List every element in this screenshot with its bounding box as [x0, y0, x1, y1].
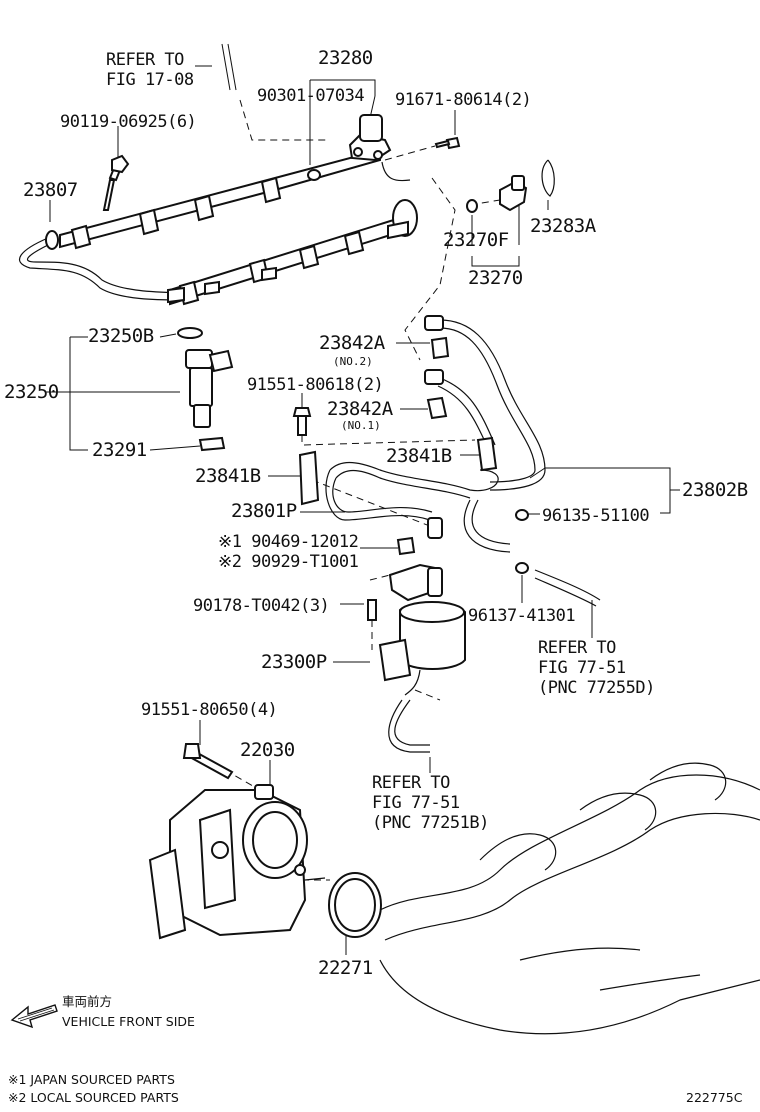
fuel-injector [177, 327, 234, 452]
label-96135-51100: 96135-51100 [542, 506, 650, 526]
note-local-sourced: ※2 LOCAL SOURCED PARTS [8, 1090, 179, 1105]
diagram-id: 222775C [686, 1090, 743, 1105]
fuel-rail-assembly [18, 148, 418, 306]
label-23300P: 23300P [261, 651, 327, 673]
front-direction-arrow-icon [10, 1004, 58, 1029]
pressure-regulator [307, 114, 461, 182]
label-23270F: 23270F [443, 229, 509, 251]
label-91551-80650: 91551-80650(4) [141, 700, 278, 720]
ref-fig-17-08-line1: REFER TO [106, 50, 184, 70]
label-23841B-right: 23841B [386, 445, 452, 467]
label-90929-T1001: ※2 90929-T1001 [218, 552, 359, 572]
pulsation-damper [466, 159, 555, 213]
intake-manifold-outline [379, 762, 760, 1035]
label-22030: 22030 [240, 739, 295, 761]
dashed-relation-lines [224, 99, 501, 881]
ref-fig-17-08-line2: FIG 17-08 [106, 70, 194, 90]
label-91551-80618: 91551-80618(2) [247, 375, 384, 395]
label-90119-06925: 90119-06925(6) [60, 112, 197, 132]
ref-pnc-77251b-line2: FIG 77-51 [372, 793, 460, 813]
label-91671-80614: 91671-80614(2) [395, 90, 532, 110]
label-23807: 23807 [23, 179, 78, 201]
leader-lines [46, 43, 680, 955]
label-96137-41301: 96137-41301 [468, 606, 576, 626]
label-23842A-no2: 23842A [319, 332, 385, 354]
label-23842A-no1-sub: (NO.1) [341, 419, 381, 432]
label-23841B-left: 23841B [195, 465, 261, 487]
label-23250B: 23250B [88, 325, 154, 347]
ref-pnc-77255d-line2: FIG 77-51 [538, 658, 626, 678]
label-23801P: 23801P [231, 500, 297, 522]
mark-japan: ※1 [218, 532, 242, 552]
label-23280: 23280 [318, 47, 373, 69]
front-side-label-en: VEHICLE FRONT SIDE [62, 1014, 195, 1029]
ref-pnc-77251b-line1: REFER TO [372, 773, 450, 793]
ref-pnc-77255d-line3: (PNC 77255D) [538, 678, 655, 698]
vapor-canister [367, 563, 466, 753]
ref-pnc-77251b-line3: (PNC 77251B) [372, 813, 489, 833]
note-japan-sourced: ※1 JAPAN SOURCED PARTS [8, 1072, 175, 1087]
mark-local: ※2 [218, 552, 242, 572]
label-23842A-no2-sub: (NO.2) [333, 355, 373, 368]
label-23802B: 23802B [682, 479, 748, 501]
ref-pnc-77255d-line1: REFER TO [538, 638, 616, 658]
label-23250: 23250 [4, 381, 59, 403]
fuel-hose-assembly [292, 315, 601, 607]
label-23291: 23291 [92, 439, 147, 461]
label-23270: 23270 [468, 267, 523, 289]
throttle-gasket [328, 872, 382, 938]
label-90929-T1001-number: 90929-T1001 [251, 552, 359, 572]
label-90178-T0042: 90178-T0042(3) [193, 596, 330, 616]
label-90469-12012-number: 90469-12012 [251, 532, 359, 552]
label-90301-07034: 90301-07034 [257, 86, 365, 106]
label-22271: 22271 [318, 957, 373, 979]
label-23283A: 23283A [530, 215, 596, 237]
front-side-label-jp: 車両前方 [62, 994, 113, 1009]
label-23842A-no1: 23842A [327, 398, 393, 420]
label-90469-12012: ※1 90469-12012 [218, 532, 359, 552]
throttle-body [148, 743, 326, 940]
